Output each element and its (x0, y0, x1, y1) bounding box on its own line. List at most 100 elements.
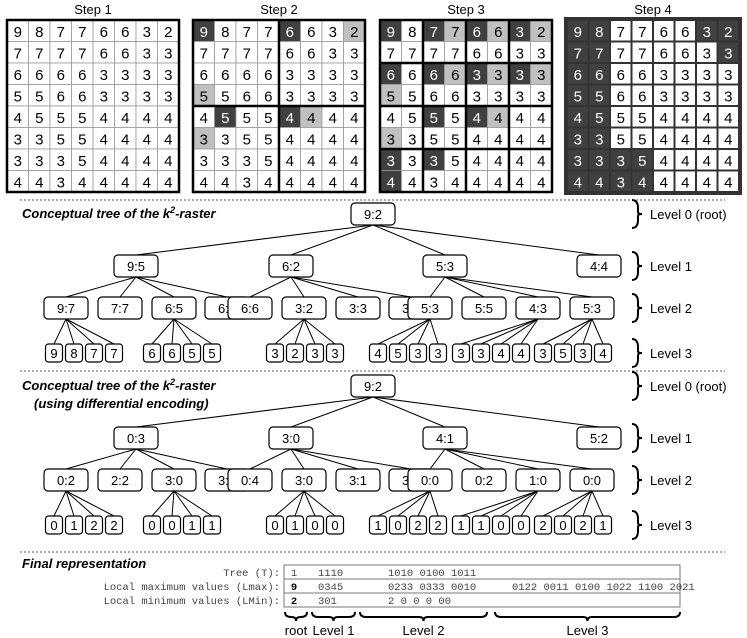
tree-level2-node (281, 468, 327, 492)
grid-cell-value: 4 (703, 110, 711, 127)
grid-cell-value: 9 (14, 24, 22, 41)
tree-edge (460, 318, 539, 345)
grid-cell-value: 7 (595, 45, 603, 62)
tree-level1-node-label: 0:3 (127, 431, 145, 446)
grid-cell-value: 7 (387, 45, 395, 62)
grid-cell-value: 3 (143, 67, 151, 84)
level-brace (631, 199, 643, 229)
tree-leaf-node (325, 515, 345, 535)
grid-cell-value: 6 (307, 24, 315, 41)
grid-cell-value: 4 (329, 131, 337, 148)
tree-edge (444, 276, 539, 298)
tree-leaf-value: 1 (208, 518, 215, 533)
tree-leaf-value: 0 (497, 518, 504, 533)
grid-cell-value: 6 (638, 67, 646, 84)
tree-level1-node-label: 3:0 (282, 431, 300, 446)
grid-cell (716, 169, 740, 193)
tree-edge (290, 224, 374, 256)
tree-edge (151, 318, 175, 345)
tree-edge (460, 490, 539, 517)
grid-cell-value: 3 (35, 153, 43, 170)
tree-level2-node (227, 468, 273, 492)
grid-cell-value: 4 (329, 174, 337, 191)
tree-level1-node-label: 6:2 (282, 259, 300, 274)
grid-cell-value: 5 (387, 88, 395, 105)
tree-level2-node (281, 296, 327, 320)
grid-cell-value: 3 (100, 67, 108, 84)
tree-edge (372, 396, 600, 428)
grid-cell-value: 3 (537, 88, 545, 105)
tree-leaf-value: 4 (599, 346, 606, 361)
grid-cell-value: 6 (100, 24, 108, 41)
grid-cell-value: 3 (221, 153, 229, 170)
differential-tree: 9:20:33:04:15:20:22:23:03:10:43:03:13:10… (43, 374, 622, 535)
tree-leaf-node (428, 343, 448, 363)
grid-cell-value: 3 (329, 24, 337, 41)
grid-cell-value: 3 (473, 67, 481, 84)
grid-cell-value: 6 (78, 67, 86, 84)
tree-edge (135, 448, 228, 470)
grid-cell-value: 6 (660, 24, 668, 41)
grid-cell-value: 4 (164, 174, 172, 191)
final-value: 0122 0011 0100 1022 1100 2021 (512, 582, 695, 594)
grid-title: Step 4 (634, 2, 672, 17)
grid-cell-value: 4 (286, 131, 294, 148)
grid-cell-value: 4 (516, 153, 524, 170)
tree-leaf-node (491, 515, 511, 535)
grid-cell-value: 4 (703, 153, 711, 170)
tree-level2-node (43, 468, 89, 492)
tree-leaf-node (408, 343, 428, 363)
grid-cell-value: 4 (681, 153, 689, 170)
grid-cell-value: 6 (473, 24, 481, 41)
tree-leaf-node (428, 515, 448, 535)
tree-leaf-node (553, 343, 573, 363)
tree-level2-node-label: 0:2 (57, 473, 75, 488)
grid-cell-value: 4 (537, 110, 545, 127)
grid-cell-value: 3 (724, 88, 732, 105)
grid-cell-value: 7 (574, 45, 582, 62)
final-root-value: 1 (291, 568, 297, 580)
grid-cell-value: 9 (574, 24, 582, 41)
group-brace (359, 611, 488, 622)
tree-leaf-node (573, 515, 593, 535)
tree-leaf-node (285, 515, 305, 535)
grid-cell-value: 3 (143, 45, 151, 62)
grid-cell-value: 4 (264, 174, 272, 191)
tree-edge (65, 490, 95, 517)
tree-edge (542, 318, 593, 345)
tree-leaf-node (202, 343, 222, 363)
grid-cell-value: 4 (143, 131, 151, 148)
group-label: root (285, 623, 308, 638)
tree-level1-node (576, 254, 622, 278)
grid-cell-value: 3 (681, 88, 689, 105)
tree-edge (520, 490, 539, 517)
grid-cell-value: 2 (537, 24, 545, 41)
grid-cell-value: 4 (494, 110, 502, 127)
grid-cell-value: 4 (387, 174, 395, 191)
tree-leaf-node (84, 343, 104, 363)
tree-level2-node (97, 468, 143, 492)
grid-cell-value: 5 (451, 110, 459, 127)
tree-leaf-value: 0 (517, 518, 524, 533)
tree-edge (303, 490, 336, 517)
grid-cell-value: 7 (35, 45, 43, 62)
final-value: 0345 (318, 582, 343, 594)
tree-leaf-value: 0 (50, 518, 57, 533)
tree-level2-node-label: 2:2 (111, 473, 129, 488)
grid-cell-value: 6 (57, 67, 65, 84)
grid-cell-value: 8 (595, 24, 603, 41)
tree-edge (444, 276, 485, 298)
tree-edge (119, 276, 137, 298)
grid-cell-value: 6 (286, 45, 294, 62)
tree-leaf-value: 1 (477, 518, 484, 533)
grid-cell-value: 7 (57, 24, 65, 41)
grid-cell-value: 5 (617, 131, 625, 148)
grid-cell-value: 4 (14, 174, 22, 191)
tree-edge (173, 490, 193, 517)
grid-border (378, 18, 554, 194)
tree-leaf-value: 5 (559, 346, 566, 361)
grid-cell-value: 4 (473, 131, 481, 148)
grid-cell-value: 4 (143, 174, 151, 191)
tree-level2-node-label: 0:4 (241, 473, 259, 488)
grid-cell-value: 3 (221, 131, 229, 148)
